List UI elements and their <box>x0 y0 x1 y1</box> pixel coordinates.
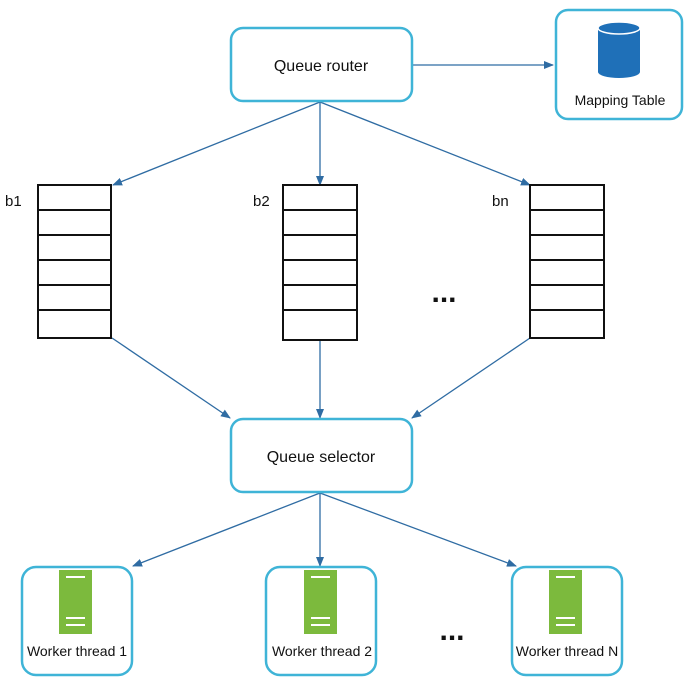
queue-router-node[interactable]: Queue router <box>229 26 414 103</box>
queue-slot <box>37 234 112 261</box>
queue-bn-slots <box>529 184 605 339</box>
edge-bn-to-selector <box>411 337 531 419</box>
queue-slot <box>37 259 112 286</box>
worker-thread-n-label: Worker thread N <box>516 643 618 659</box>
queue-slot <box>282 209 358 236</box>
queue-slot <box>529 309 605 339</box>
queue-selector-box <box>229 417 414 494</box>
worker-ellipsis: ... <box>439 614 464 647</box>
queue-slot <box>37 309 112 339</box>
queue-slot <box>37 209 112 236</box>
edge-selector-to-worker-n <box>319 492 517 567</box>
queue-b2-label: b2 <box>253 193 270 210</box>
queue-selector-node[interactable]: Queue selector <box>229 417 414 494</box>
worker-thread-n-node[interactable]: Worker thread N <box>510 565 624 677</box>
queue-b2: b2 <box>253 184 358 341</box>
mapping-table-node[interactable]: Mapping Table <box>554 8 684 121</box>
queue-selector-label: Queue selector <box>267 449 376 466</box>
server-icon <box>304 570 337 634</box>
queue-slot <box>282 184 358 211</box>
queue-slot <box>529 259 605 286</box>
worker-thread-1-label: Worker thread 1 <box>27 643 127 659</box>
queue-ellipsis: ... <box>431 276 456 309</box>
queue-bn: bn <box>492 184 605 339</box>
queue-slot <box>529 209 605 236</box>
edge-b1-to-selector <box>111 337 231 419</box>
server-icon <box>549 570 582 634</box>
mapping-table-label: Mapping Table <box>575 92 666 108</box>
queue-slot <box>529 184 605 211</box>
edge-router-to-bn <box>319 101 531 186</box>
queue-b1-label: b1 <box>5 193 22 210</box>
queue-bn-label: bn <box>492 193 509 210</box>
worker-thread-2-node[interactable]: Worker thread 2 <box>264 565 378 677</box>
queue-slot <box>282 234 358 261</box>
queue-router-label: Queue router <box>274 58 369 75</box>
queue-slot <box>282 284 358 311</box>
worker-thread-1-node[interactable]: Worker thread 1 <box>20 565 134 677</box>
queue-slot <box>282 309 358 341</box>
queue-slot <box>37 284 112 311</box>
edges <box>111 61 554 567</box>
edge-selector-to-worker-1 <box>132 492 321 567</box>
queue-slot <box>529 284 605 311</box>
queue-b1: b1 <box>5 184 112 339</box>
edge-router-to-b1 <box>112 101 321 186</box>
server-icon <box>59 570 92 634</box>
queue-slot <box>282 259 358 286</box>
queue-b1-slots <box>37 184 112 339</box>
queue-b2-slots <box>282 184 358 341</box>
queue-slot <box>529 234 605 261</box>
queue-slot <box>37 184 112 211</box>
database-icon <box>597 21 641 78</box>
worker-thread-2-label: Worker thread 2 <box>272 643 372 659</box>
queue-router-box <box>229 26 414 103</box>
